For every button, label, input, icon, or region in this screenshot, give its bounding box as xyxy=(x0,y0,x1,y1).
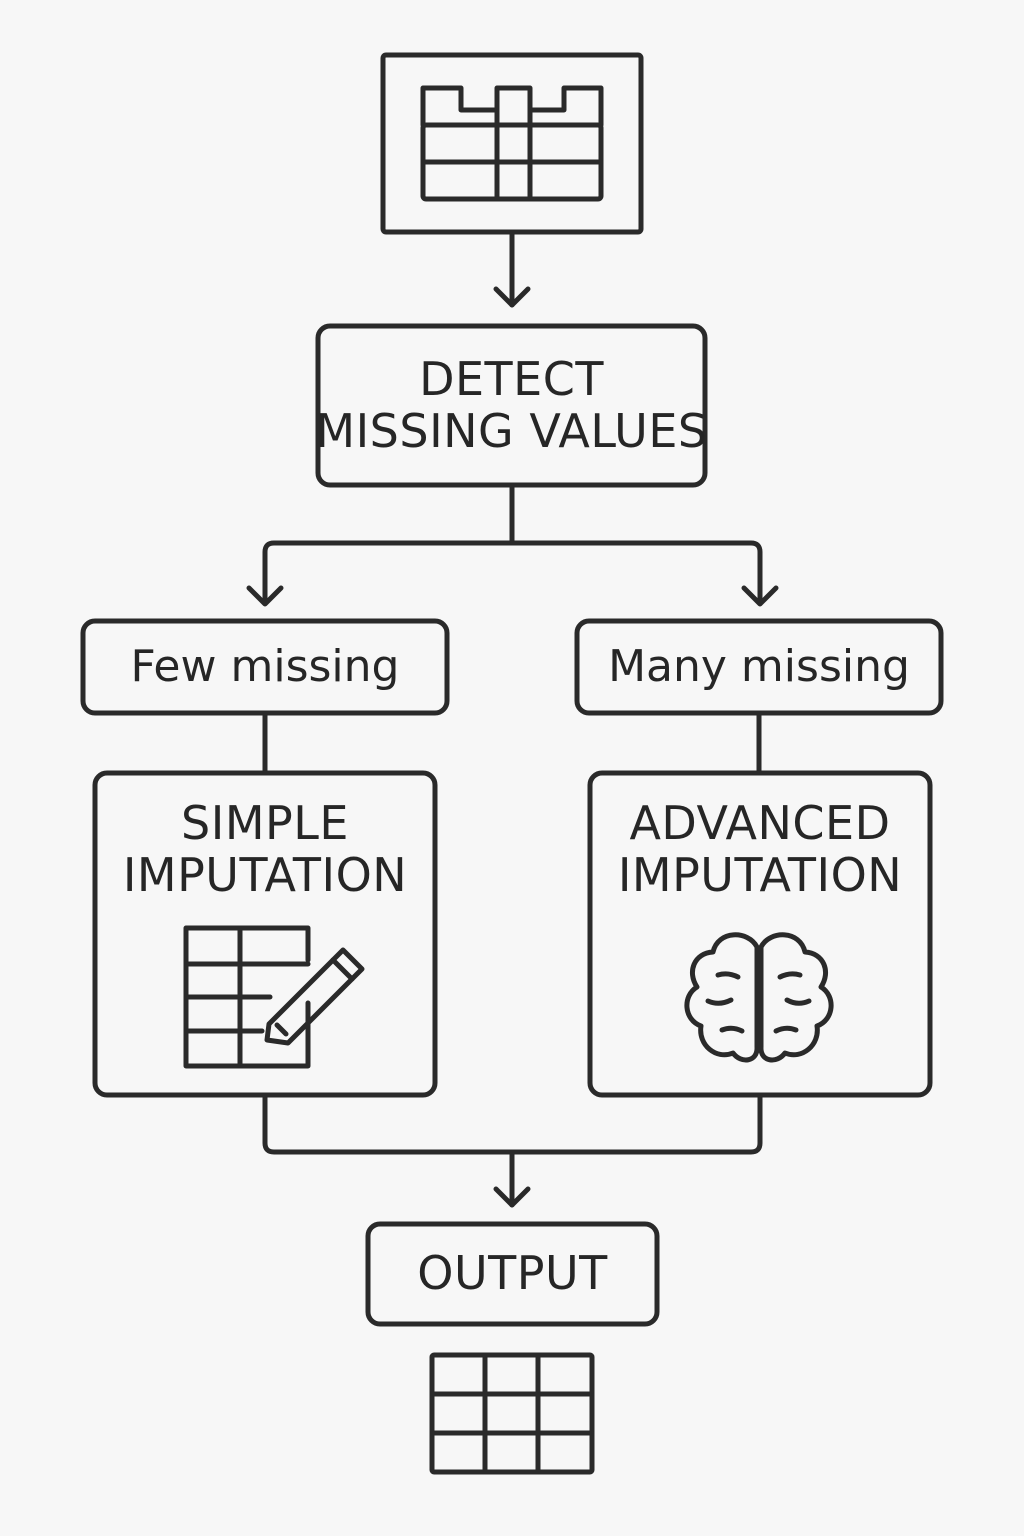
table-with-missing-cells-icon xyxy=(420,85,604,202)
many-missing-label: Many missing xyxy=(608,641,910,693)
brain-icon xyxy=(684,932,834,1063)
advanced-imputation-line1: ADVANCED xyxy=(629,796,891,851)
merge-connector xyxy=(262,1092,763,1208)
few-missing-label: Few missing xyxy=(130,641,400,693)
detect-label-line1: DETECT xyxy=(419,351,604,406)
simple-imputation-label: SIMPLE IMPUTATION xyxy=(95,790,435,910)
output-box xyxy=(365,1221,660,1327)
detect-label-line2: MISSING VALUES xyxy=(315,403,708,458)
arrow-input-to-detect xyxy=(493,229,531,308)
table-pencil-icon xyxy=(183,925,365,1069)
complete-table-icon xyxy=(429,1352,595,1475)
advanced-imputation-label: ADVANCED IMPUTATION xyxy=(590,790,930,910)
output-label: OUTPUT xyxy=(417,1246,608,1301)
detect-label: DETECT MISSING VALUES xyxy=(315,336,708,475)
simple-imputation-line1: SIMPLE xyxy=(181,796,349,851)
branch-connector xyxy=(246,482,779,607)
simple-imputation-line2: IMPUTATION xyxy=(122,848,408,902)
advanced-imputation-line2: IMPUTATION xyxy=(617,848,903,902)
